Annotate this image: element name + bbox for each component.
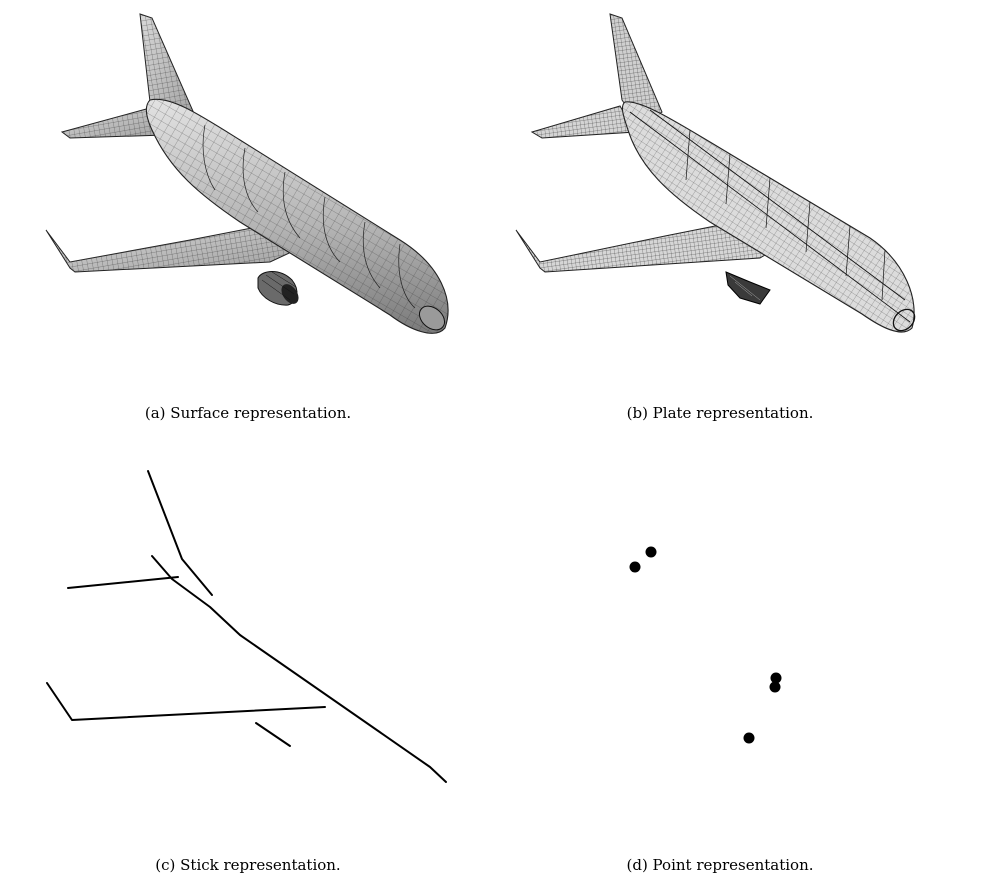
point-mass-wing-1	[770, 672, 782, 684]
stick-fuselage	[151, 555, 447, 783]
panel-plate	[490, 0, 985, 390]
point-mass-engine	[743, 732, 755, 744]
caption-a: (a) Surface representation.	[144, 404, 352, 422]
stick-vertical-tail	[147, 470, 213, 596]
panel-surface	[0, 0, 490, 390]
plate-engine	[725, 271, 771, 305]
stick-wing	[46, 682, 326, 721]
aircraft-surface-mesh	[45, 13, 449, 334]
caption-b: (b) Plate representation.	[626, 404, 814, 422]
panel-point	[490, 455, 985, 845]
caption-d: (d) Point representation.	[626, 856, 814, 874]
point-mass-tail-1	[645, 546, 657, 558]
aircraft-plate-mesh	[515, 13, 916, 333]
point-mass-tail-2	[629, 561, 641, 573]
engine-nacelle	[257, 271, 299, 306]
caption-c: (c) Stick representation.	[155, 856, 341, 874]
point-mass-wing-2	[769, 681, 781, 693]
panel-stick	[0, 455, 490, 845]
aircraft-stick-model	[46, 470, 447, 783]
stick-engine	[255, 722, 291, 747]
stick-horizontal-stabilizer	[67, 576, 179, 589]
aircraft-point-model	[629, 546, 782, 744]
